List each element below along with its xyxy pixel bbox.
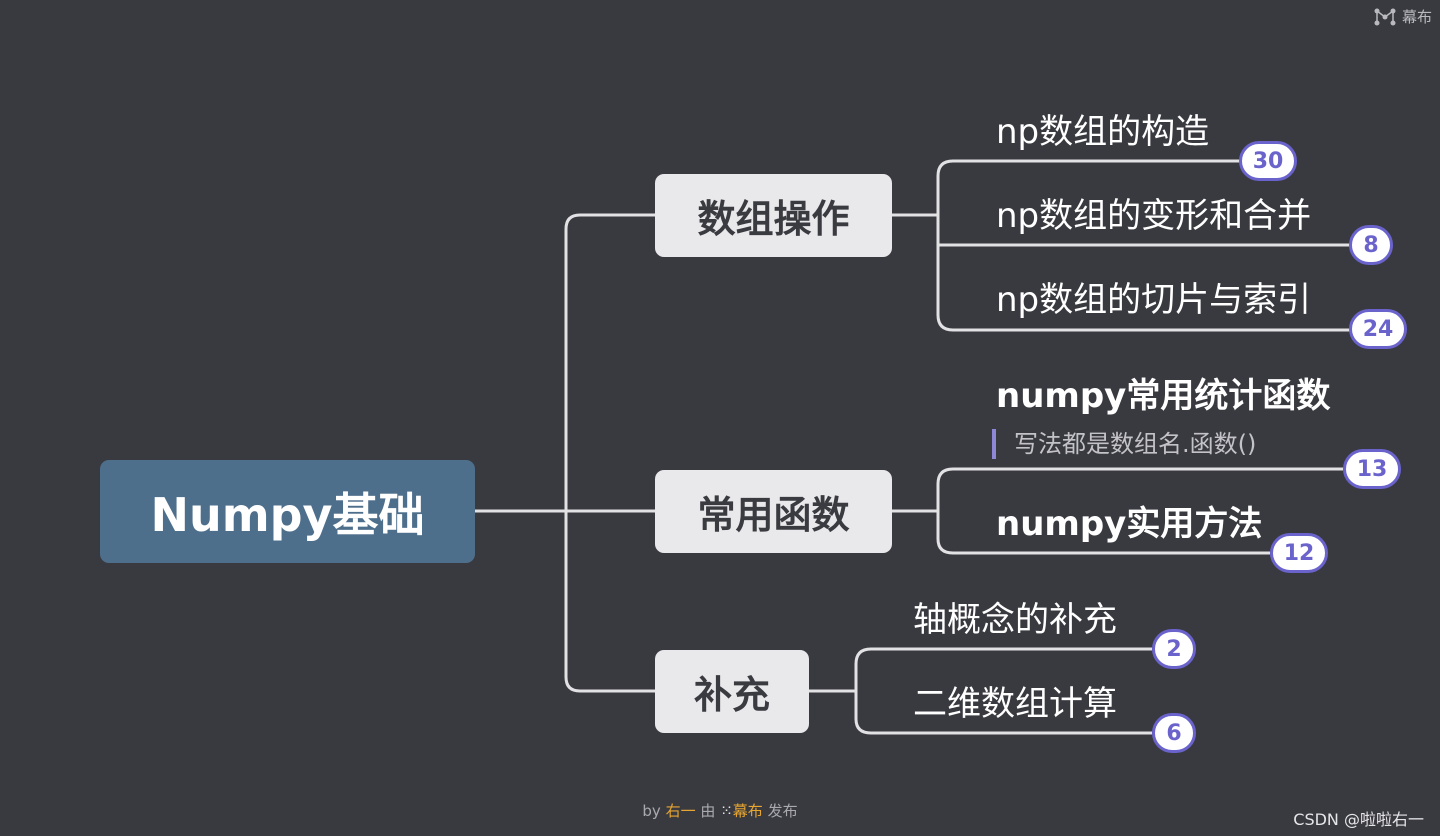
count-badge[interactable]: 2 — [1152, 629, 1196, 669]
footer-published: 发布 — [767, 802, 798, 820]
leaf-useful-methods[interactable]: numpy实用方法 — [996, 504, 1263, 544]
footer-by: by — [642, 802, 661, 820]
footer-brand[interactable]: 幕布 — [732, 802, 763, 820]
watermark: CSDN @啦啦右一 — [1293, 810, 1424, 829]
root-node[interactable]: Numpy基础 — [100, 460, 475, 563]
count-badge[interactable]: 24 — [1349, 309, 1407, 349]
leaf-note: 写法都是数组名.函数() — [992, 429, 1256, 459]
footer-credit: by 右一 由 ⁙幕布 发布 — [0, 800, 1440, 821]
count-badge[interactable]: 30 — [1239, 141, 1297, 181]
branch-node-common-functions[interactable]: 常用函数 — [655, 470, 892, 553]
count-badge[interactable]: 13 — [1343, 449, 1401, 489]
count-badge[interactable]: 6 — [1152, 713, 1196, 753]
count-badge[interactable]: 12 — [1270, 533, 1328, 573]
leaf-array-reshape-merge[interactable]: np数组的变形和合并 — [996, 196, 1312, 236]
connector-trunk — [564, 213, 655, 693]
leaf-2d-array-calc[interactable]: 二维数组计算 — [913, 684, 1117, 724]
footer-brand-icon: ⁙ — [720, 802, 733, 820]
footer-mid: 由 — [700, 802, 716, 820]
branch-node-supplement[interactable]: 补充 — [655, 650, 809, 733]
footer-author[interactable]: 右一 — [665, 802, 696, 820]
count-badge[interactable]: 8 — [1349, 225, 1393, 265]
connector-branch3-tree — [854, 647, 1152, 735]
leaf-axis-concept[interactable]: 轴概念的补充 — [913, 600, 1117, 640]
leaf-array-slicing-indexing[interactable]: np数组的切片与索引 — [996, 280, 1312, 320]
connector-branch2-tree — [936, 467, 1343, 555]
leaf-array-construction[interactable]: np数组的构造 — [996, 112, 1210, 152]
brand-name: 幕布 — [1401, 8, 1432, 26]
mubu-logo-icon — [1374, 8, 1396, 25]
brand-logo[interactable]: 幕布 — [1374, 6, 1432, 27]
leaf-stat-functions[interactable]: numpy常用统计函数 — [996, 376, 1331, 416]
branch-node-array-ops[interactable]: 数组操作 — [655, 174, 892, 257]
